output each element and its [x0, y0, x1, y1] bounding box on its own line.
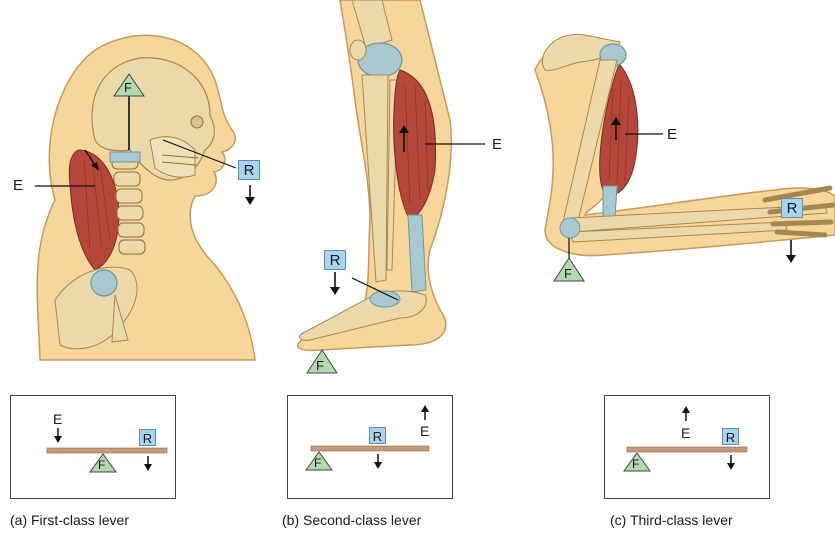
schem-b-resistance: R	[369, 427, 386, 444]
schem-a-effort: E	[53, 412, 62, 426]
effort-b-label: E	[492, 137, 502, 152]
effort-a-label: E	[13, 178, 23, 193]
fulcrum-a-label: F	[124, 81, 132, 94]
schem-b-fulcrum: F	[314, 457, 321, 469]
caption-third-class: (c) Third-class lever	[610, 512, 733, 528]
resistance-a-label: R	[238, 160, 260, 180]
schem-c-resistance: R	[722, 428, 739, 445]
arm-illustration	[525, 0, 835, 300]
fulcrum-c-label: F	[564, 267, 572, 280]
schem-b-effort: E	[420, 424, 429, 438]
caption-first-class: (a) First-class lever	[10, 512, 129, 528]
schem-c-effort: E	[681, 426, 690, 440]
resistance-b-label: R	[324, 250, 346, 270]
schem-a-fulcrum: F	[98, 459, 105, 471]
effort-c-label: E	[667, 127, 677, 142]
caption-second-class: (b) Second-class lever	[282, 512, 421, 528]
fulcrum-b-label: F	[316, 359, 324, 372]
resistance-c-label: R	[781, 198, 803, 218]
leg-foot-illustration	[280, 0, 530, 380]
third-class-schematic: E R F	[604, 395, 770, 499]
head-neck-illustration	[0, 0, 270, 370]
schem-a-resistance: R	[139, 429, 156, 446]
schem-c-fulcrum: F	[632, 458, 639, 470]
first-class-schematic: E R F	[10, 395, 176, 499]
second-class-schematic: R E F	[287, 395, 453, 499]
